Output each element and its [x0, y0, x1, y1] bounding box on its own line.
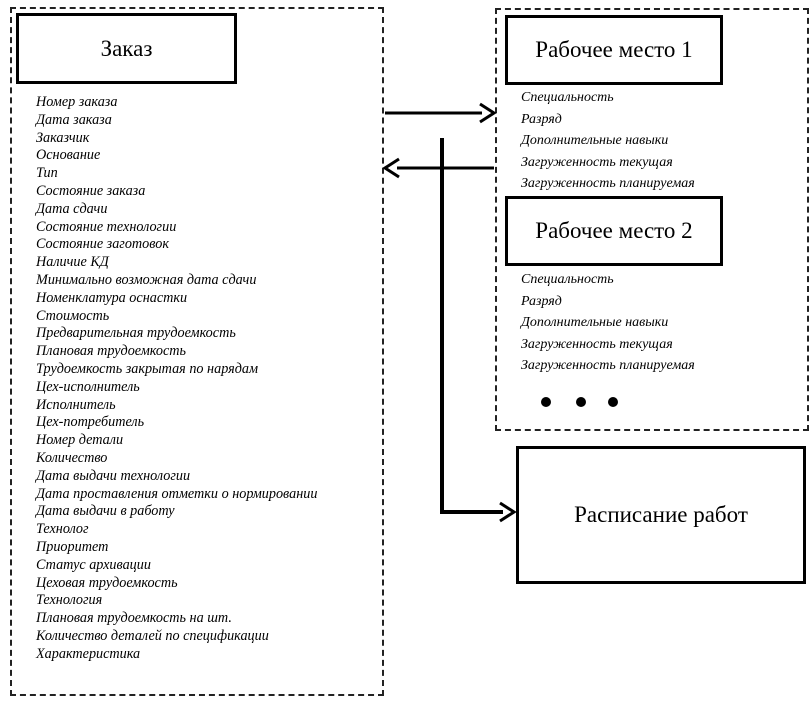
order-attribute: Трудоемкость закрытая по нарядам — [36, 360, 259, 377]
arrow-workstations-to-order-head — [382, 157, 400, 179]
order-attribute: Состояние технологии — [36, 218, 177, 235]
order-attribute: Дата сдачи — [36, 200, 108, 217]
order-attribute: Цеховая трудоемкость — [36, 574, 178, 591]
order-attribute: Дата заказа — [36, 111, 112, 128]
workstation1-title-box: Рабочее место 1 — [505, 15, 723, 85]
workstation2-attribute: Загруженность текущая — [521, 336, 673, 352]
order-attribute: Характеристика — [36, 645, 141, 662]
order-attribute: Дата выдачи технологии — [36, 467, 191, 484]
order-attribute: Стоимость — [36, 307, 110, 324]
workstation2-attribute: Дополнительные навыки — [521, 315, 669, 330]
workstation1-title: Рабочее место 1 — [535, 37, 693, 62]
order-attribute: Количество деталей по спецификации — [36, 627, 269, 644]
workstation1-attribute: Загруженность текущая — [521, 154, 673, 170]
order-attribute: Цех-потребитель — [36, 414, 145, 431]
order-attribute: Плановая трудоемкость на шт. — [36, 610, 232, 627]
order-attribute: Цех-исполнитель — [36, 378, 140, 395]
order-attribute: Предварительная трудоемкость — [36, 325, 236, 342]
workstation2-attribute: Специальность — [521, 272, 614, 287]
arrow-order-to-workstations-head — [479, 102, 497, 124]
workstation2-title-box: Рабочее место 2 — [505, 196, 723, 266]
schedule-box: Расписание работ — [516, 446, 806, 584]
schedule-title: Расписание работ — [574, 502, 748, 527]
workstation1-attribute: Загруженность планируемая — [521, 176, 695, 191]
order-attribute: Номер детали — [36, 432, 124, 449]
ellipsis-dot-1 — [541, 397, 551, 407]
workstation1-attribute: Разряд — [521, 111, 562, 127]
order-attribute: Минимально возможная дата сдачи — [36, 271, 257, 288]
order-attribute: Технолог — [36, 521, 89, 538]
workstation2-title: Рабочее место 2 — [535, 218, 693, 243]
order-attribute: Исполнитель — [36, 396, 116, 413]
order-attribute: Плановая трудоемкость — [36, 343, 186, 360]
order-title-box: Заказ — [16, 13, 237, 84]
workstation1-attribute: Специальность — [521, 90, 614, 105]
order-attribute: Дата выдачи в работу — [36, 503, 175, 520]
order-attribute: Состояние заготовок — [36, 236, 169, 253]
ellipsis-dot-3 — [608, 397, 618, 407]
order-attribute: Дата проставления отметки о нормировании — [36, 485, 318, 502]
order-attribute: Технология — [36, 592, 103, 609]
order-attribute: Наличие КД — [36, 254, 109, 271]
order-attribute: Количество — [36, 449, 108, 466]
workstation2-attribute: Загруженность планируемая — [521, 358, 695, 373]
order-attribute: Приоритет — [36, 538, 109, 555]
order-attribute: Номенклатура оснастки — [36, 289, 188, 306]
ellipsis-dot-2 — [576, 397, 586, 407]
order-title: Заказ — [100, 35, 153, 61]
workstation2-attribute: Разряд — [521, 293, 562, 309]
order-container — [10, 7, 384, 696]
order-attribute: Тип — [36, 165, 58, 182]
order-attribute: Основание — [36, 147, 101, 164]
order-attribute: Состояние заказа — [36, 182, 146, 199]
workstation1-attribute: Дополнительные навыки — [521, 133, 669, 148]
workstations-container — [495, 8, 809, 431]
order-attribute: Номер заказа — [36, 94, 118, 110]
arrow-to-schedule-head — [499, 501, 517, 523]
order-attribute: Статус архивации — [36, 556, 151, 573]
order-attribute: Заказчик — [36, 129, 90, 146]
